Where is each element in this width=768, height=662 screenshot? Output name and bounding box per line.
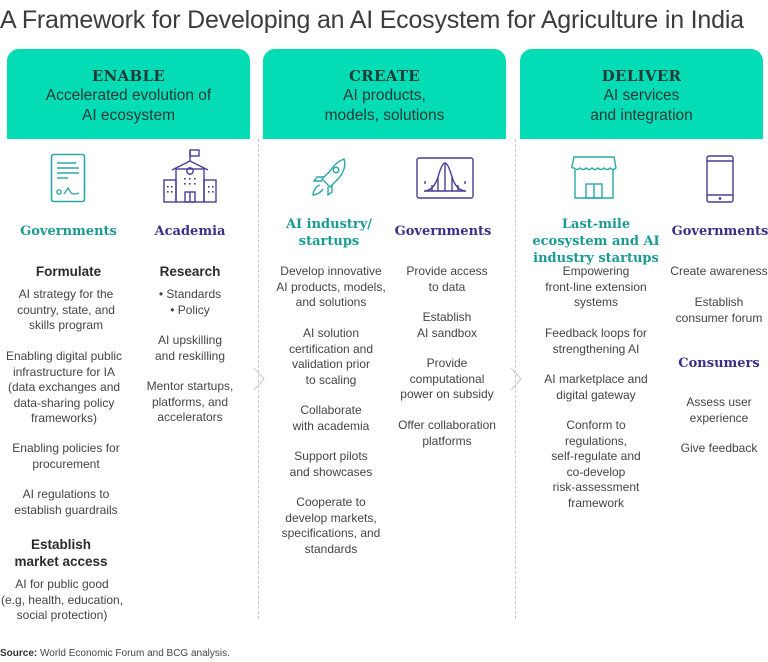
list-item: • Standards • Policy — [158, 287, 222, 317]
list-item: AI for public good (e.g, health, educati… — [0, 577, 124, 622]
list-item: Offer collaboration platforms — [398, 418, 496, 448]
list-item: Establish consumer forum — [675, 295, 763, 325]
source-text: World Economic Forum and BCG analysis. — [37, 648, 230, 659]
list-item: Enabling digital public infrastructure f… — [5, 349, 123, 425]
section-heading-research: Research — [159, 264, 221, 279]
list-item: Create awareness — [670, 264, 768, 278]
list-item: Provide access to data — [406, 264, 488, 294]
chevron-right-icon — [253, 367, 265, 391]
section-heading-formulate: Formulate — [35, 264, 102, 279]
school-building-icon — [163, 149, 217, 203]
document-signature-icon — [50, 153, 86, 203]
list-item: Mentor startups, platforms, and accelera… — [146, 379, 234, 424]
divider-create-deliver — [515, 139, 516, 619]
bell-curve-chart-icon — [416, 157, 474, 199]
list-item: Enabling policies for procurement — [12, 441, 120, 471]
actor-last-mile-ecosystem: Last-mile ecosystem and AI industry star… — [532, 217, 660, 266]
pillar-create-header: CREATE AI products, models, solutions — [263, 49, 506, 139]
list-item: Assess user experience — [686, 395, 752, 425]
list-item: Empowering front-line extension systems — [545, 264, 647, 309]
list-item: AI strategy for the country, state, and … — [17, 287, 115, 332]
chevron-right-icon — [510, 367, 522, 391]
pillar-key: DELIVER — [601, 67, 682, 85]
actor-consumers: Consumers — [678, 356, 760, 371]
list-item: Develop innovative AI products, models, … — [276, 264, 386, 309]
actor-ai-industry-startups: AI industry/ startups — [285, 217, 373, 249]
pillar-subtitle: AI services and integration — [590, 87, 693, 124]
actor-governments: Governments — [394, 224, 492, 239]
pillar-key: ENABLE — [91, 67, 166, 85]
page-title: A Framework for Developing an AI Ecosyst… — [0, 6, 744, 34]
list-item: Feedback loops for strengthening AI — [544, 326, 648, 356]
source-label: Source: — [0, 648, 38, 659]
storefront-icon — [571, 156, 617, 199]
list-item: Give feedback — [680, 441, 758, 455]
list-item: AI marketplace and digital gateway — [544, 372, 648, 402]
list-item: AI solution certification and validation… — [288, 326, 374, 387]
list-item: Conform to regulations, self-regulate an… — [551, 418, 641, 510]
section-heading-market-access: Establish market access — [14, 537, 108, 569]
list-item: Support pilots and showcases — [289, 449, 373, 479]
smartphone-icon — [706, 155, 734, 203]
list-item: Cooperate to develop markets, specificat… — [281, 495, 381, 556]
actor-governments: Governments — [20, 224, 117, 239]
rocket-icon — [312, 158, 346, 197]
pillar-key: CREATE — [348, 67, 421, 85]
list-item: AI regulations to establish guardrails — [14, 487, 118, 517]
pillar-deliver-header: DELIVER AI services and integration — [520, 49, 763, 139]
list-item: Provide computational power on subsidy — [400, 356, 494, 401]
pillar-subtitle: AI products, models, solutions — [324, 87, 445, 124]
list-item: AI upskilling and reskilling — [154, 333, 226, 363]
actor-academia: Academia — [154, 224, 226, 239]
list-item: Establish AI sandbox — [416, 310, 478, 340]
pillar-enable-header: ENABLE Accelerated evolution of AI ecosy… — [7, 49, 250, 139]
divider-enable-create — [258, 139, 259, 619]
list-item: Collaborate with academia — [292, 403, 370, 433]
pillar-subtitle: Accelerated evolution of AI ecosystem — [45, 87, 212, 124]
actor-governments: Governments — [671, 224, 768, 239]
source-note: Source: World Economic Forum and BCG ana… — [0, 648, 230, 659]
